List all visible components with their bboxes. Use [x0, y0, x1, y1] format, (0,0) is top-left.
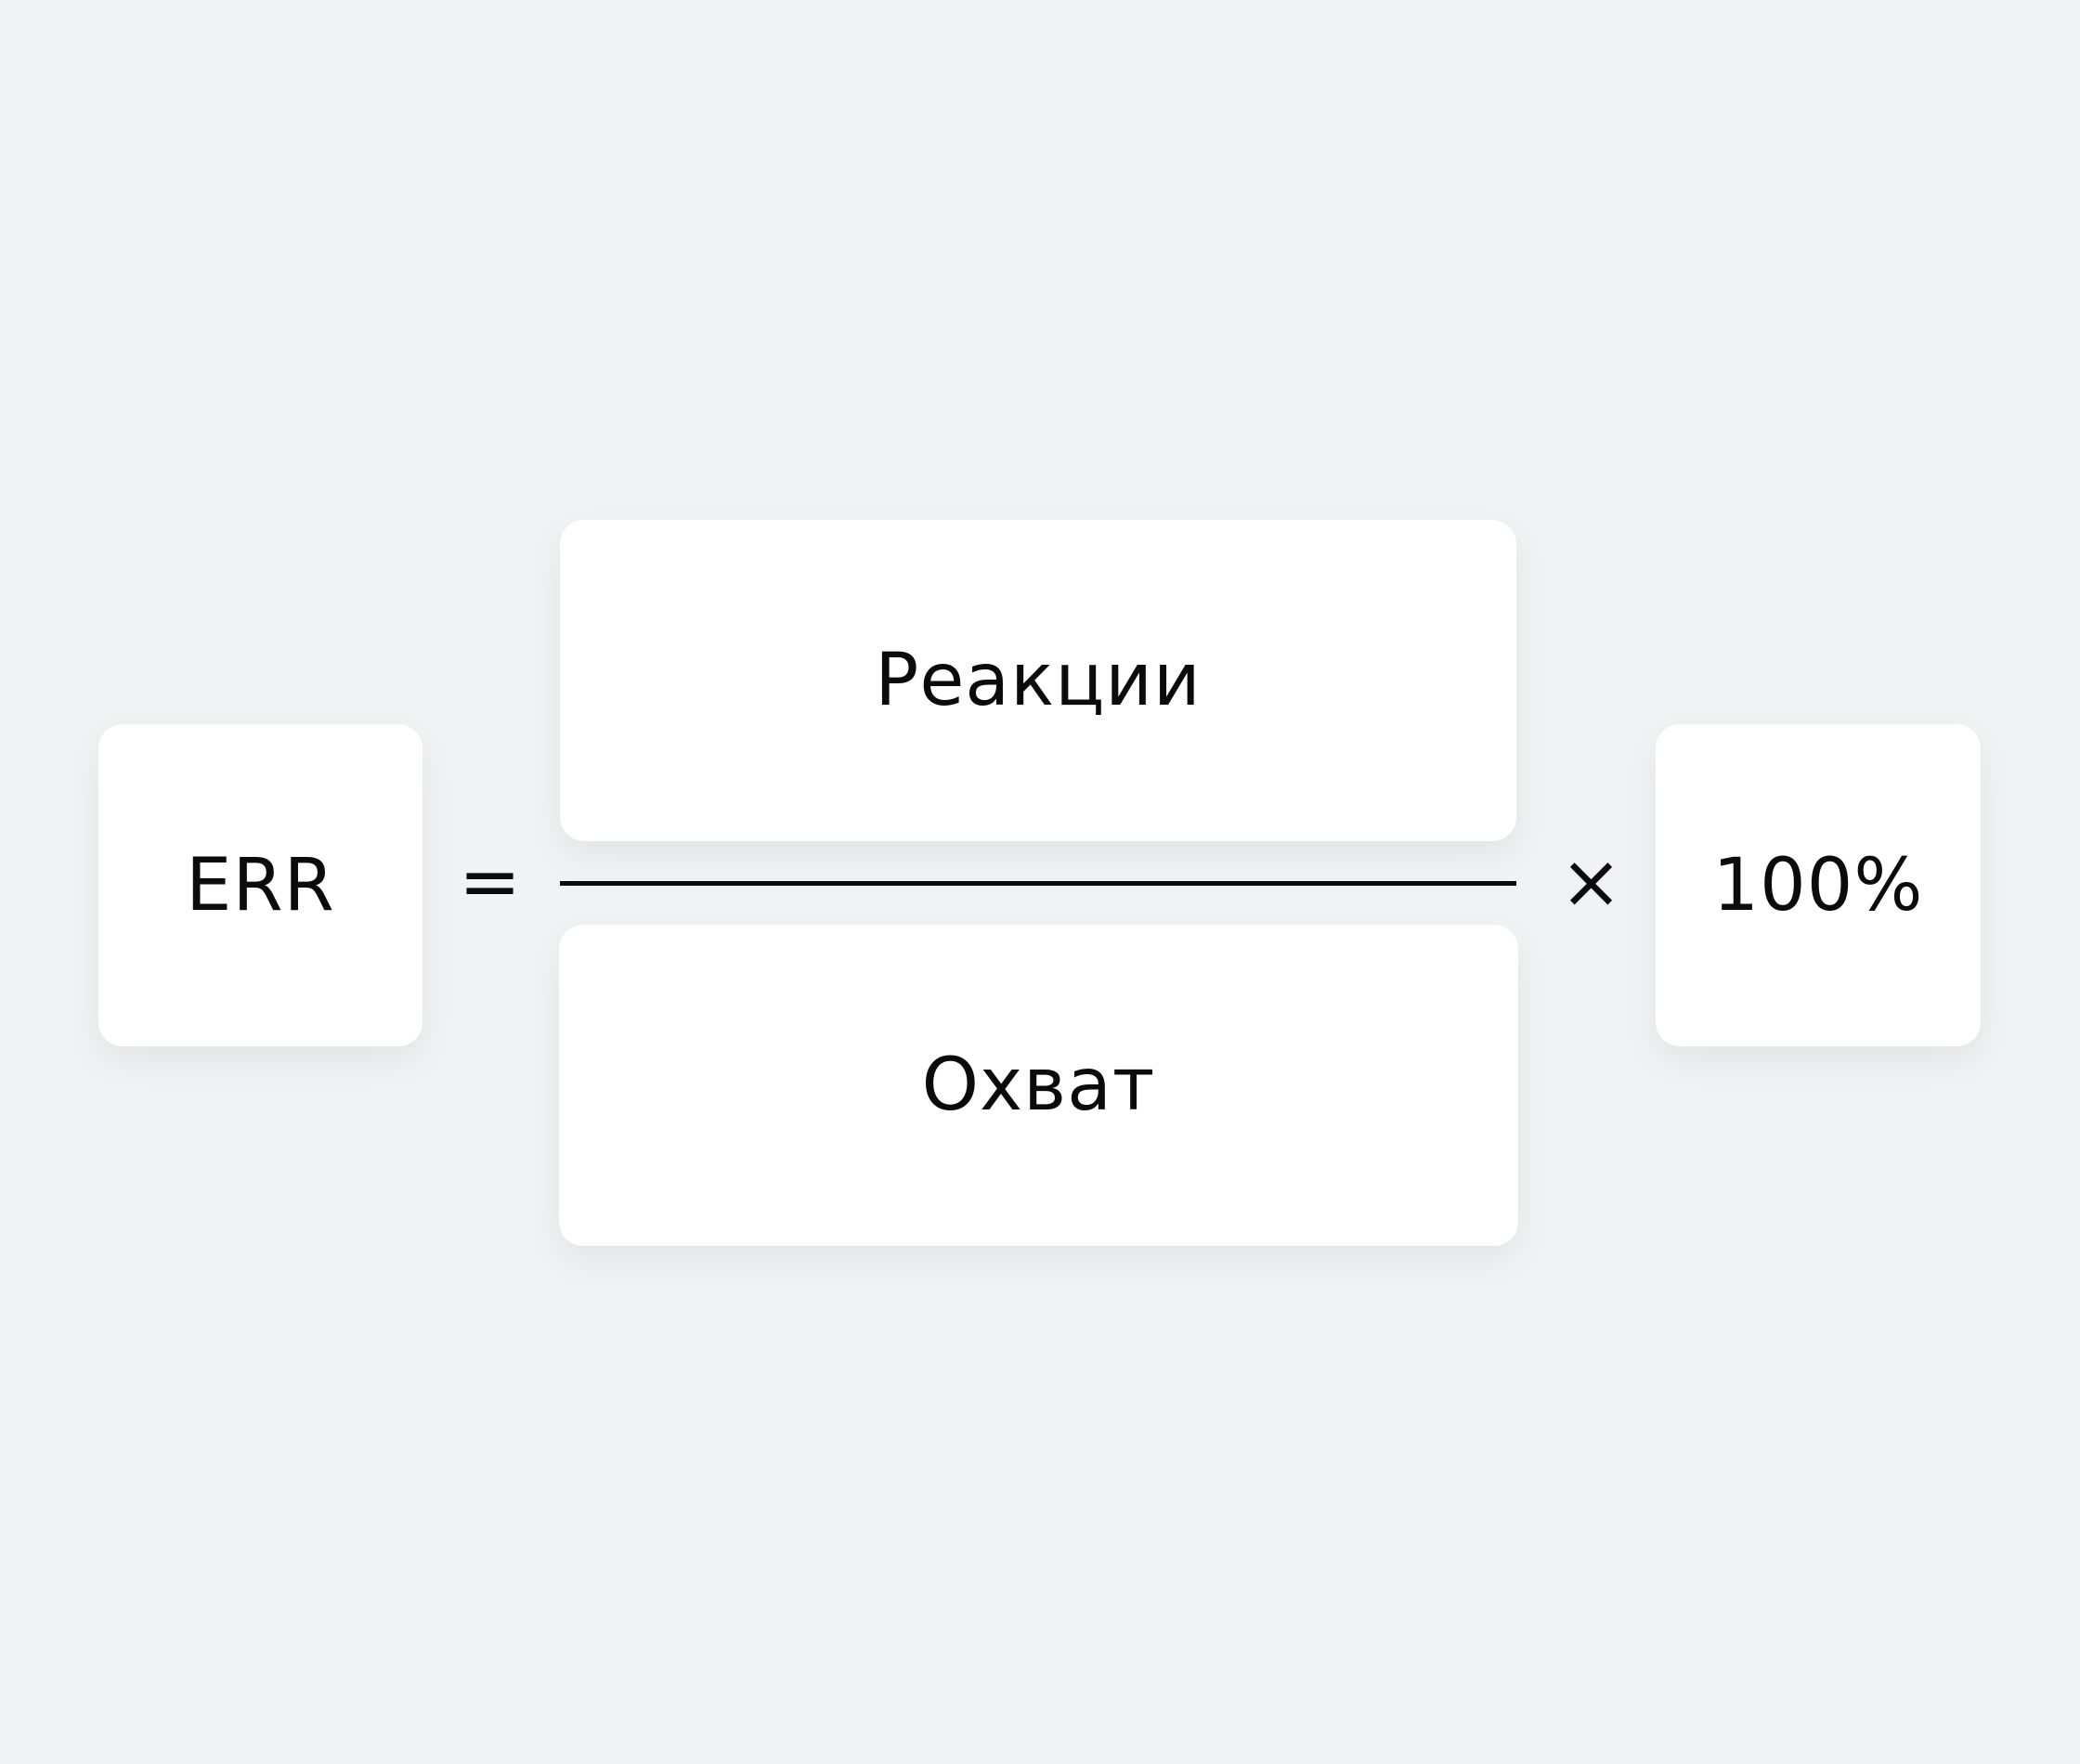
numerator-label: Реакции	[875, 639, 1202, 722]
err-term-card: ERR	[98, 724, 422, 1046]
multiplier-label: 100%	[1712, 843, 1924, 927]
multiplier-card: 100%	[1656, 724, 1981, 1046]
err-term-label: ERR	[186, 843, 335, 927]
denominator-label: Охват	[921, 1044, 1156, 1127]
multiply-sign: ×	[1559, 838, 1623, 925]
fraction-bar	[560, 881, 1516, 886]
equals-sign: =	[458, 838, 522, 925]
denominator-card: Охват	[559, 925, 1518, 1246]
numerator-card: Реакции	[560, 520, 1516, 841]
